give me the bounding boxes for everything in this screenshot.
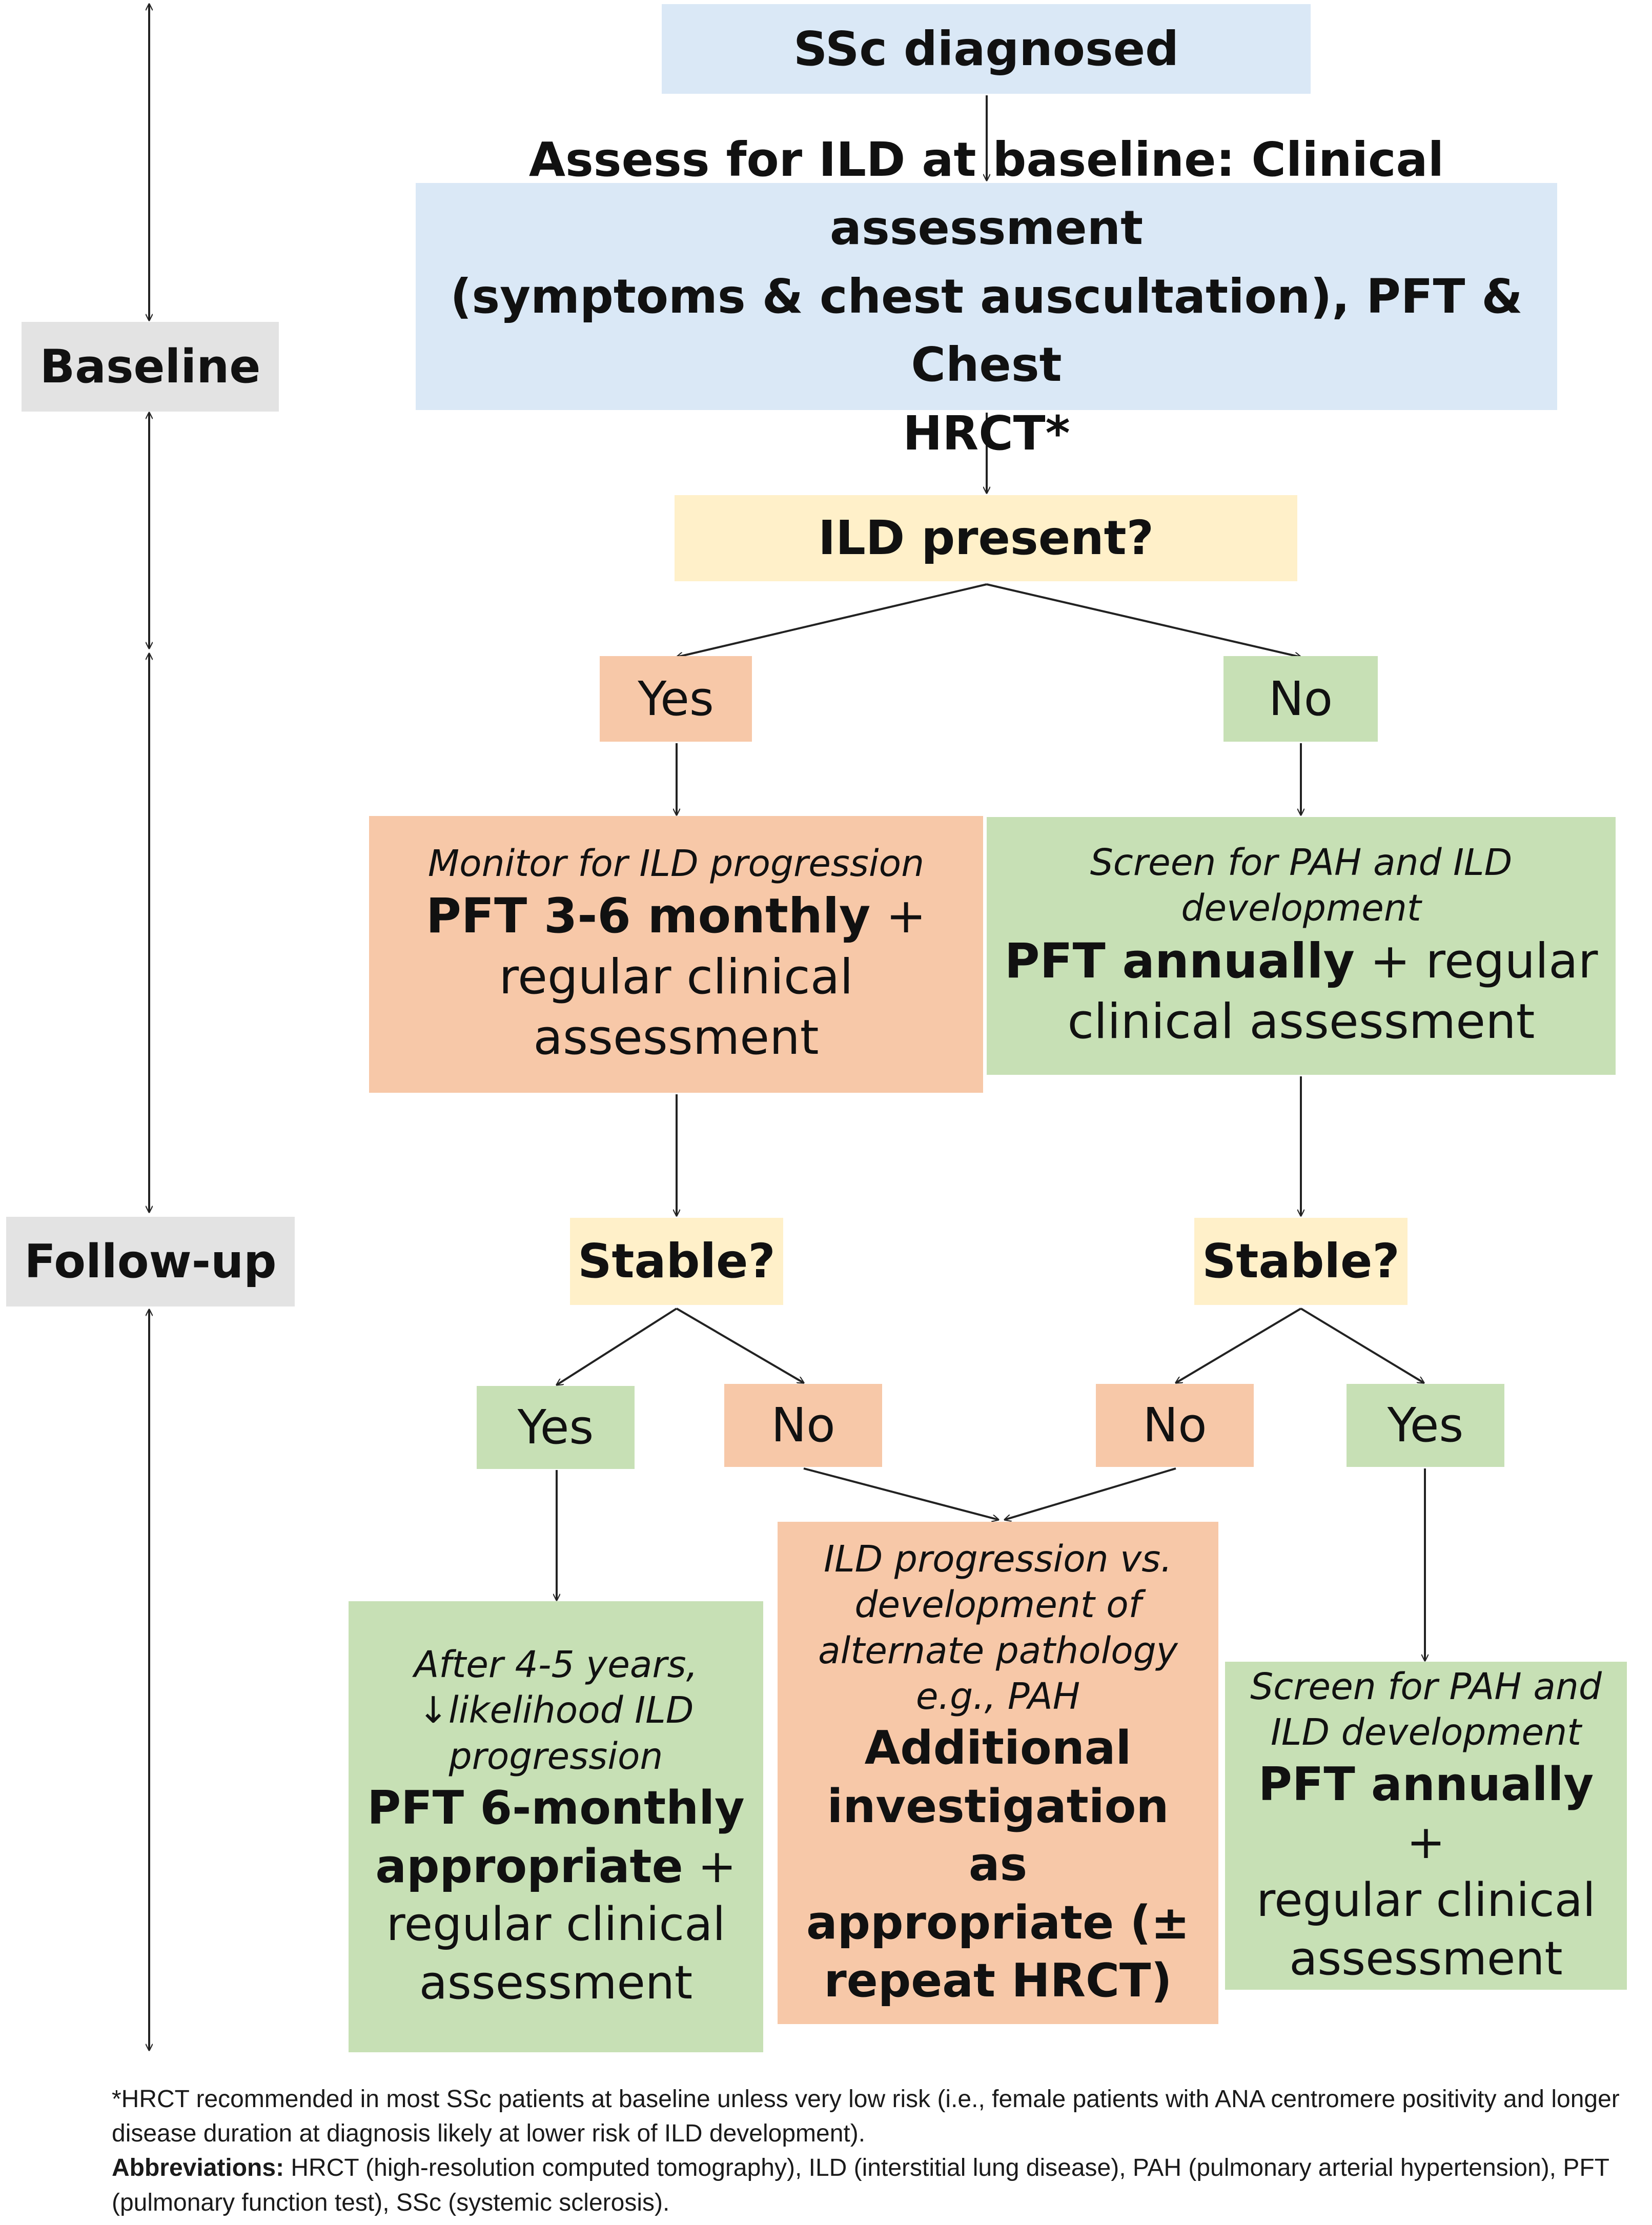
no-left-text: No <box>771 1398 835 1453</box>
no-text-1: No <box>1268 671 1333 726</box>
baseline-label-text: Baseline <box>39 339 261 394</box>
stable-right-text: Stable? <box>1202 1234 1400 1289</box>
abbreviations-text: HRCT (high-resolution computed tomograph… <box>112 2154 1609 2216</box>
screen1-plus: + regular <box>1354 933 1598 989</box>
arrow-stable-right-to-yes <box>1300 1308 1424 1383</box>
assess-line-3: HRCT* <box>903 405 1070 461</box>
screen-box-1: Screen for PAH and ILD development PFT a… <box>987 817 1616 1075</box>
arrow-stable-left-to-no <box>676 1308 804 1383</box>
arrow-stable-left-to-yes <box>557 1308 678 1385</box>
ssc-diagnosed-box: SSc diagnosed <box>662 4 1311 94</box>
progression-bold-3: appropriate (± <box>806 1895 1190 1950</box>
followup-label: Follow-up <box>6 1217 295 1307</box>
progression-italic-4: e.g., PAH <box>915 1675 1080 1718</box>
ild-present-box: ILD present? <box>675 495 1297 581</box>
after-rest-2: assessment <box>419 1955 693 2010</box>
after-italic-1: After 4-5 years, <box>414 1643 698 1686</box>
progression-bold-4: repeat HRCT) <box>824 1953 1172 2008</box>
monitor-rest-1: regular clinical <box>499 949 853 1005</box>
screen1-italic-2: development <box>1181 887 1421 930</box>
baseline-label: Baseline <box>22 322 279 412</box>
monitor-box: Monitor for ILD progression PFT 3-6 mont… <box>369 816 983 1093</box>
after-bold-1: PFT 6-monthly <box>367 1781 745 1835</box>
monitor-italic: Monitor for ILD progression <box>427 842 925 885</box>
screen2-plus: + <box>1406 1815 1445 1870</box>
progression-italic-1: ILD progression vs. <box>824 1537 1172 1580</box>
after-italic-2: ↓likelihood ILD <box>418 1689 694 1732</box>
abbreviations-label: Abbreviations: <box>112 2154 284 2182</box>
monitor-rest-2: assessment <box>533 1009 819 1066</box>
ild-present-text: ILD present? <box>818 511 1154 566</box>
after-italic-3: progression <box>448 1734 663 1778</box>
yes-right-text: Yes <box>1387 1398 1464 1453</box>
yes-box-left: Yes <box>477 1386 635 1469</box>
no-box-left: No <box>724 1384 882 1467</box>
screen2-rest-1: regular clinical <box>1256 1873 1596 1928</box>
screen2-italic-1: Screen for PAH and <box>1250 1665 1602 1708</box>
ssc-diagnosed-text: SSc diagnosed <box>793 21 1179 76</box>
footnote-abbreviations: Abbreviations: HRCT (high-resolution com… <box>112 2151 1644 2219</box>
after-box: After 4-5 years, ↓likelihood ILD progres… <box>349 1601 763 2052</box>
screen1-rest-1: clinical assessment <box>1067 993 1535 1050</box>
screen1-italic-1: Screen for PAH and ILD <box>1090 841 1513 884</box>
screen2-italic-2: ILD development <box>1270 1711 1582 1754</box>
assess-box: Assess for ILD at baseline: Clinical ass… <box>416 132 1557 461</box>
no-box-right: No <box>1096 1384 1254 1467</box>
after-rest-1: regular clinical <box>386 1897 726 1952</box>
after-plus: + <box>683 1839 737 1893</box>
progression-box: ILD progression vs. development of alter… <box>778 1522 1218 2024</box>
assess-line-1: Assess for ILD at baseline: Clinical ass… <box>528 132 1444 256</box>
progression-italic-3: alternate pathology <box>818 1629 1178 1672</box>
after-bold-2: appropriate <box>375 1839 683 1893</box>
arrow-no-left-to-progression <box>803 1467 998 1520</box>
arrow-stable-right-to-no <box>1176 1308 1302 1383</box>
followup-label-text: Follow-up <box>24 1234 277 1289</box>
progression-italic-2: development of <box>854 1583 1141 1626</box>
screen2-bold: PFT annually <box>1258 1757 1594 1811</box>
stable-left-box: Stable? <box>570 1218 783 1305</box>
screen2-rest-2: assessment <box>1289 1931 1563 1986</box>
arrow-no-right-to-progression <box>1005 1467 1176 1520</box>
monitor-bold: PFT 3-6 monthly <box>426 888 871 945</box>
progression-bold-1: Additional <box>864 1721 1132 1775</box>
no-box-1: No <box>1223 656 1378 742</box>
arrow-ild-to-yes <box>677 583 987 657</box>
yes-text-1: Yes <box>638 671 714 726</box>
footnote-hrct: *HRCT recommended in most SSc patients a… <box>112 2086 1620 2148</box>
footnote: *HRCT recommended in most SSc patients a… <box>112 2082 1644 2220</box>
progression-bold-2: investigation as <box>827 1779 1169 1892</box>
stable-right-box: Stable? <box>1194 1218 1408 1305</box>
yes-left-text: Yes <box>517 1400 594 1455</box>
yes-box-1: Yes <box>600 656 752 742</box>
stable-left-text: Stable? <box>578 1234 776 1289</box>
screen1-bold: PFT annually <box>1004 933 1355 989</box>
yes-box-right: Yes <box>1347 1384 1504 1467</box>
monitor-plus: + <box>870 888 926 945</box>
assess-line-2: (symptoms & chest auscultation), PFT & C… <box>450 269 1523 393</box>
screen-box-2: Screen for PAH and ILD development PFT a… <box>1225 1662 1627 1990</box>
arrow-ild-to-no <box>986 583 1301 657</box>
no-right-text: No <box>1143 1398 1207 1453</box>
